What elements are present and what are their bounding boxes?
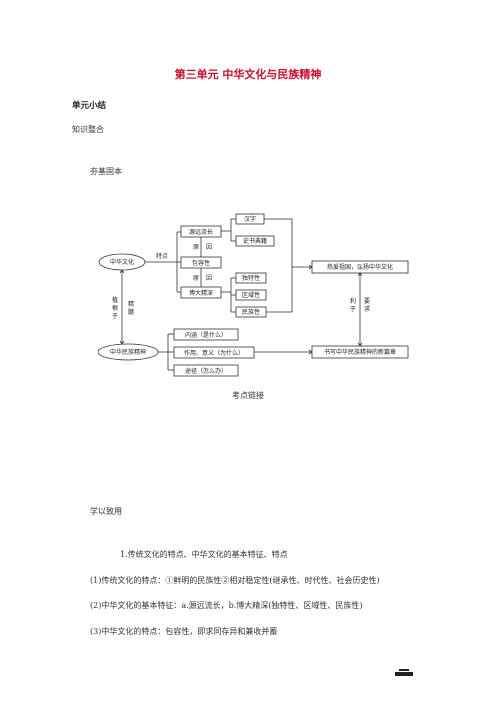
- page-mark: [395, 672, 413, 676]
- node-dute-box: [235, 272, 267, 284]
- item-1-1: (1)传统文化的特点：①鲜明的民族性②相对稳定性(继承性、时代性、社会历史性): [90, 576, 380, 585]
- label-yin1: 因: [206, 244, 212, 251]
- node-shuxie: 书写中华民族精神的新篇章: [324, 348, 396, 356]
- page-mark-top: [399, 669, 409, 671]
- label-yu: 于: [350, 306, 356, 313]
- node-neihan-box: [173, 328, 239, 341]
- node-zuoyong: 作用、意义（为什么）: [184, 349, 244, 357]
- node-boda: 博大精深: [189, 289, 213, 297]
- label-yao: 要: [364, 298, 370, 305]
- label-yin2: 因: [206, 275, 212, 282]
- label-yu2: 于: [112, 313, 118, 320]
- node-minzu: 民族性: [242, 308, 260, 316]
- node-shishu: 史书典籍: [243, 237, 267, 245]
- label-tedian: 特点: [156, 252, 168, 260]
- foundation-heading: 夯基固本: [90, 167, 122, 176]
- label-jing: 精: [128, 300, 134, 308]
- node-shuxie-box: [311, 345, 409, 359]
- label-gen: 根: [112, 304, 118, 312]
- node-zhonghua: 中华文化: [110, 258, 134, 266]
- label-zhi: 植: [112, 296, 118, 304]
- edge-right-bracket: [264, 218, 293, 313]
- knowledge-heading: 知识整合: [72, 125, 104, 134]
- apply-heading: 学以致用: [90, 507, 122, 516]
- item-1-3: (3)中华文化的特点：包容性，即求同存异和兼收并蓄: [90, 627, 278, 636]
- label-li: 利: [350, 297, 356, 305]
- node-shishu-box: [235, 235, 275, 247]
- label-yuan1: 原: [193, 244, 199, 251]
- section-heading: 单元小结: [72, 101, 107, 111]
- item-1-2: (2)中华文化的基本特征：a.源远流长，b.博大精深(独特性、区域性、民族性): [90, 601, 363, 610]
- item-1: 1.传统文化的特点、中华文化的基本特征、特点: [120, 550, 288, 559]
- node-jingshen: 中华民族精神: [110, 348, 146, 356]
- node-yuanyuan: 源远流长: [189, 228, 213, 236]
- node-hanzi: 汉字: [244, 215, 256, 223]
- node-tujing-box: [173, 364, 239, 377]
- node-dute: 独特性: [242, 274, 260, 282]
- node-reai: 热爱祖国，弘扬中华文化: [327, 263, 393, 271]
- node-tujing: 途径（怎么办）: [185, 367, 227, 375]
- label-yuan2: 原: [193, 275, 199, 282]
- exam-link-heading: 考点链接: [232, 391, 264, 400]
- node-zuoyong-box: [173, 346, 255, 359]
- label-sui: 髓: [128, 308, 134, 316]
- page-title: 第三单元 中华文化与民族精神: [174, 68, 322, 81]
- node-boda-box: [180, 286, 222, 299]
- node-quyu-box: [235, 289, 267, 301]
- node-baorong: 包容性: [192, 259, 210, 267]
- label-qiu: 求: [364, 305, 370, 313]
- knowledge-diagram: 中华文化 特点 源远流长 汉字 史书典籍 原 因 包容性 原 因 博大精深 独特…: [98, 213, 409, 377]
- node-quyu: 区域性: [242, 291, 260, 299]
- node-neihan: 内涵（是什么）: [185, 331, 227, 339]
